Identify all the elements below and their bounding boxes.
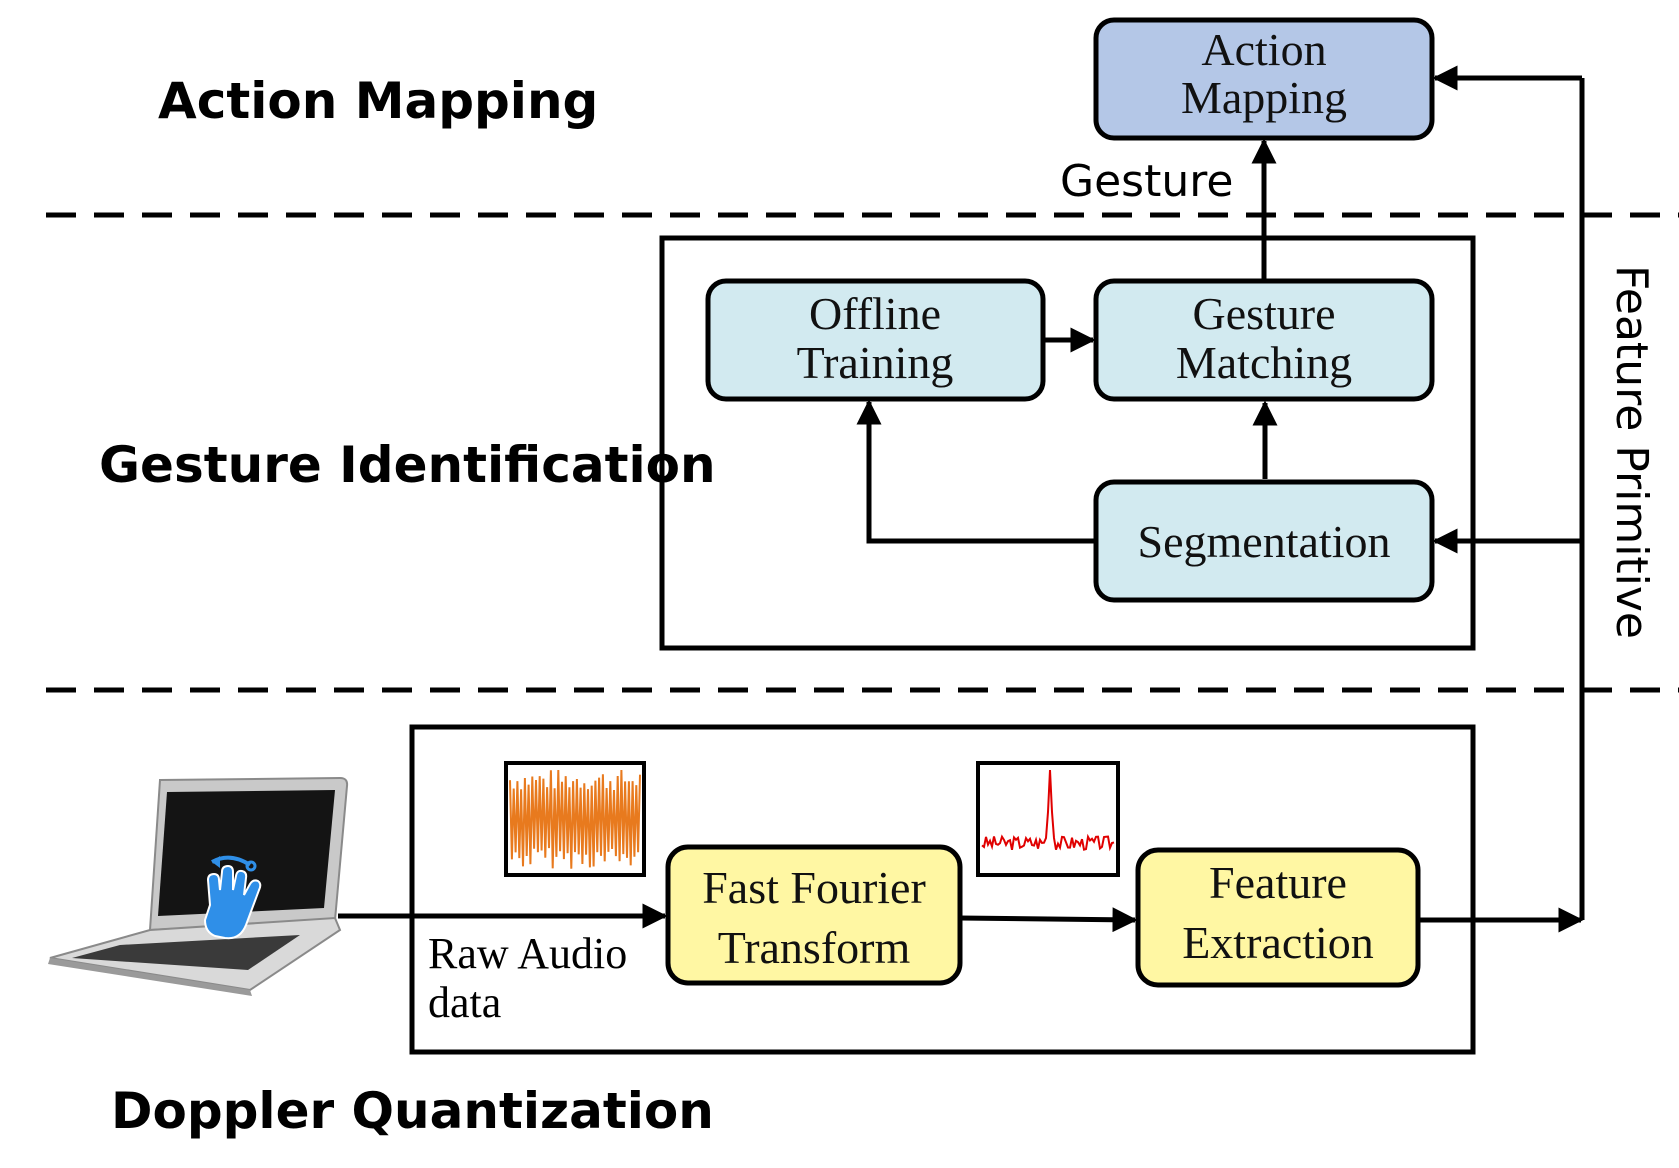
fft-box: Fast Fourier Transform — [665, 844, 963, 986]
offline-training-line2: Training — [797, 337, 954, 388]
segmentation-label: Segmentation — [1138, 516, 1391, 567]
action-mapping-box: Action Mapping — [1093, 17, 1435, 141]
gesture-matching-line1: Gesture — [1192, 288, 1335, 339]
segmentation-box: Segmentation — [1093, 479, 1435, 603]
section-title-action-mapping: Action Mapping — [158, 72, 598, 130]
fft-line2: Transform — [718, 922, 911, 973]
section-title-gesture-identification: Gesture Identification — [99, 436, 716, 494]
feature-primitive-label: Feature Primitive — [1606, 265, 1657, 639]
laptop-illustration — [48, 776, 349, 996]
gesture-label: Gesture — [1060, 156, 1233, 207]
raw-audio-label-line1: Raw Audio — [428, 929, 627, 978]
gesture-matching-box: Gesture Matching — [1093, 278, 1435, 402]
doppler-quantization-container — [409, 724, 1476, 1055]
fft-line1: Fast Fourier — [702, 862, 926, 913]
gesture-matching-line2: Matching — [1176, 337, 1352, 388]
arrow-segmentation-to-training — [856, 399, 1096, 544]
offline-training-line1: Offline — [809, 288, 941, 339]
section-title-doppler-quantization: Doppler Quantization — [111, 1082, 714, 1140]
raw-audio-label-line2: data — [428, 978, 501, 1027]
feature-extraction-box: Feature Extraction — [1135, 847, 1421, 988]
raw-waveform-thumbnail — [504, 761, 646, 877]
feature-extraction-line2: Extraction — [1182, 917, 1374, 968]
action-mapping-box-line2: Mapping — [1181, 72, 1347, 123]
arrow-fft-to-extraction — [959, 907, 1138, 933]
offline-training-box: Offline Training — [705, 278, 1046, 402]
hand-gesture-icon — [203, 855, 262, 940]
feature-extraction-line1: Feature — [1209, 857, 1347, 908]
gesture-identification-container — [659, 235, 1476, 651]
action-mapping-box-line1: Action — [1201, 24, 1326, 75]
spectrum-thumbnail — [976, 761, 1120, 877]
